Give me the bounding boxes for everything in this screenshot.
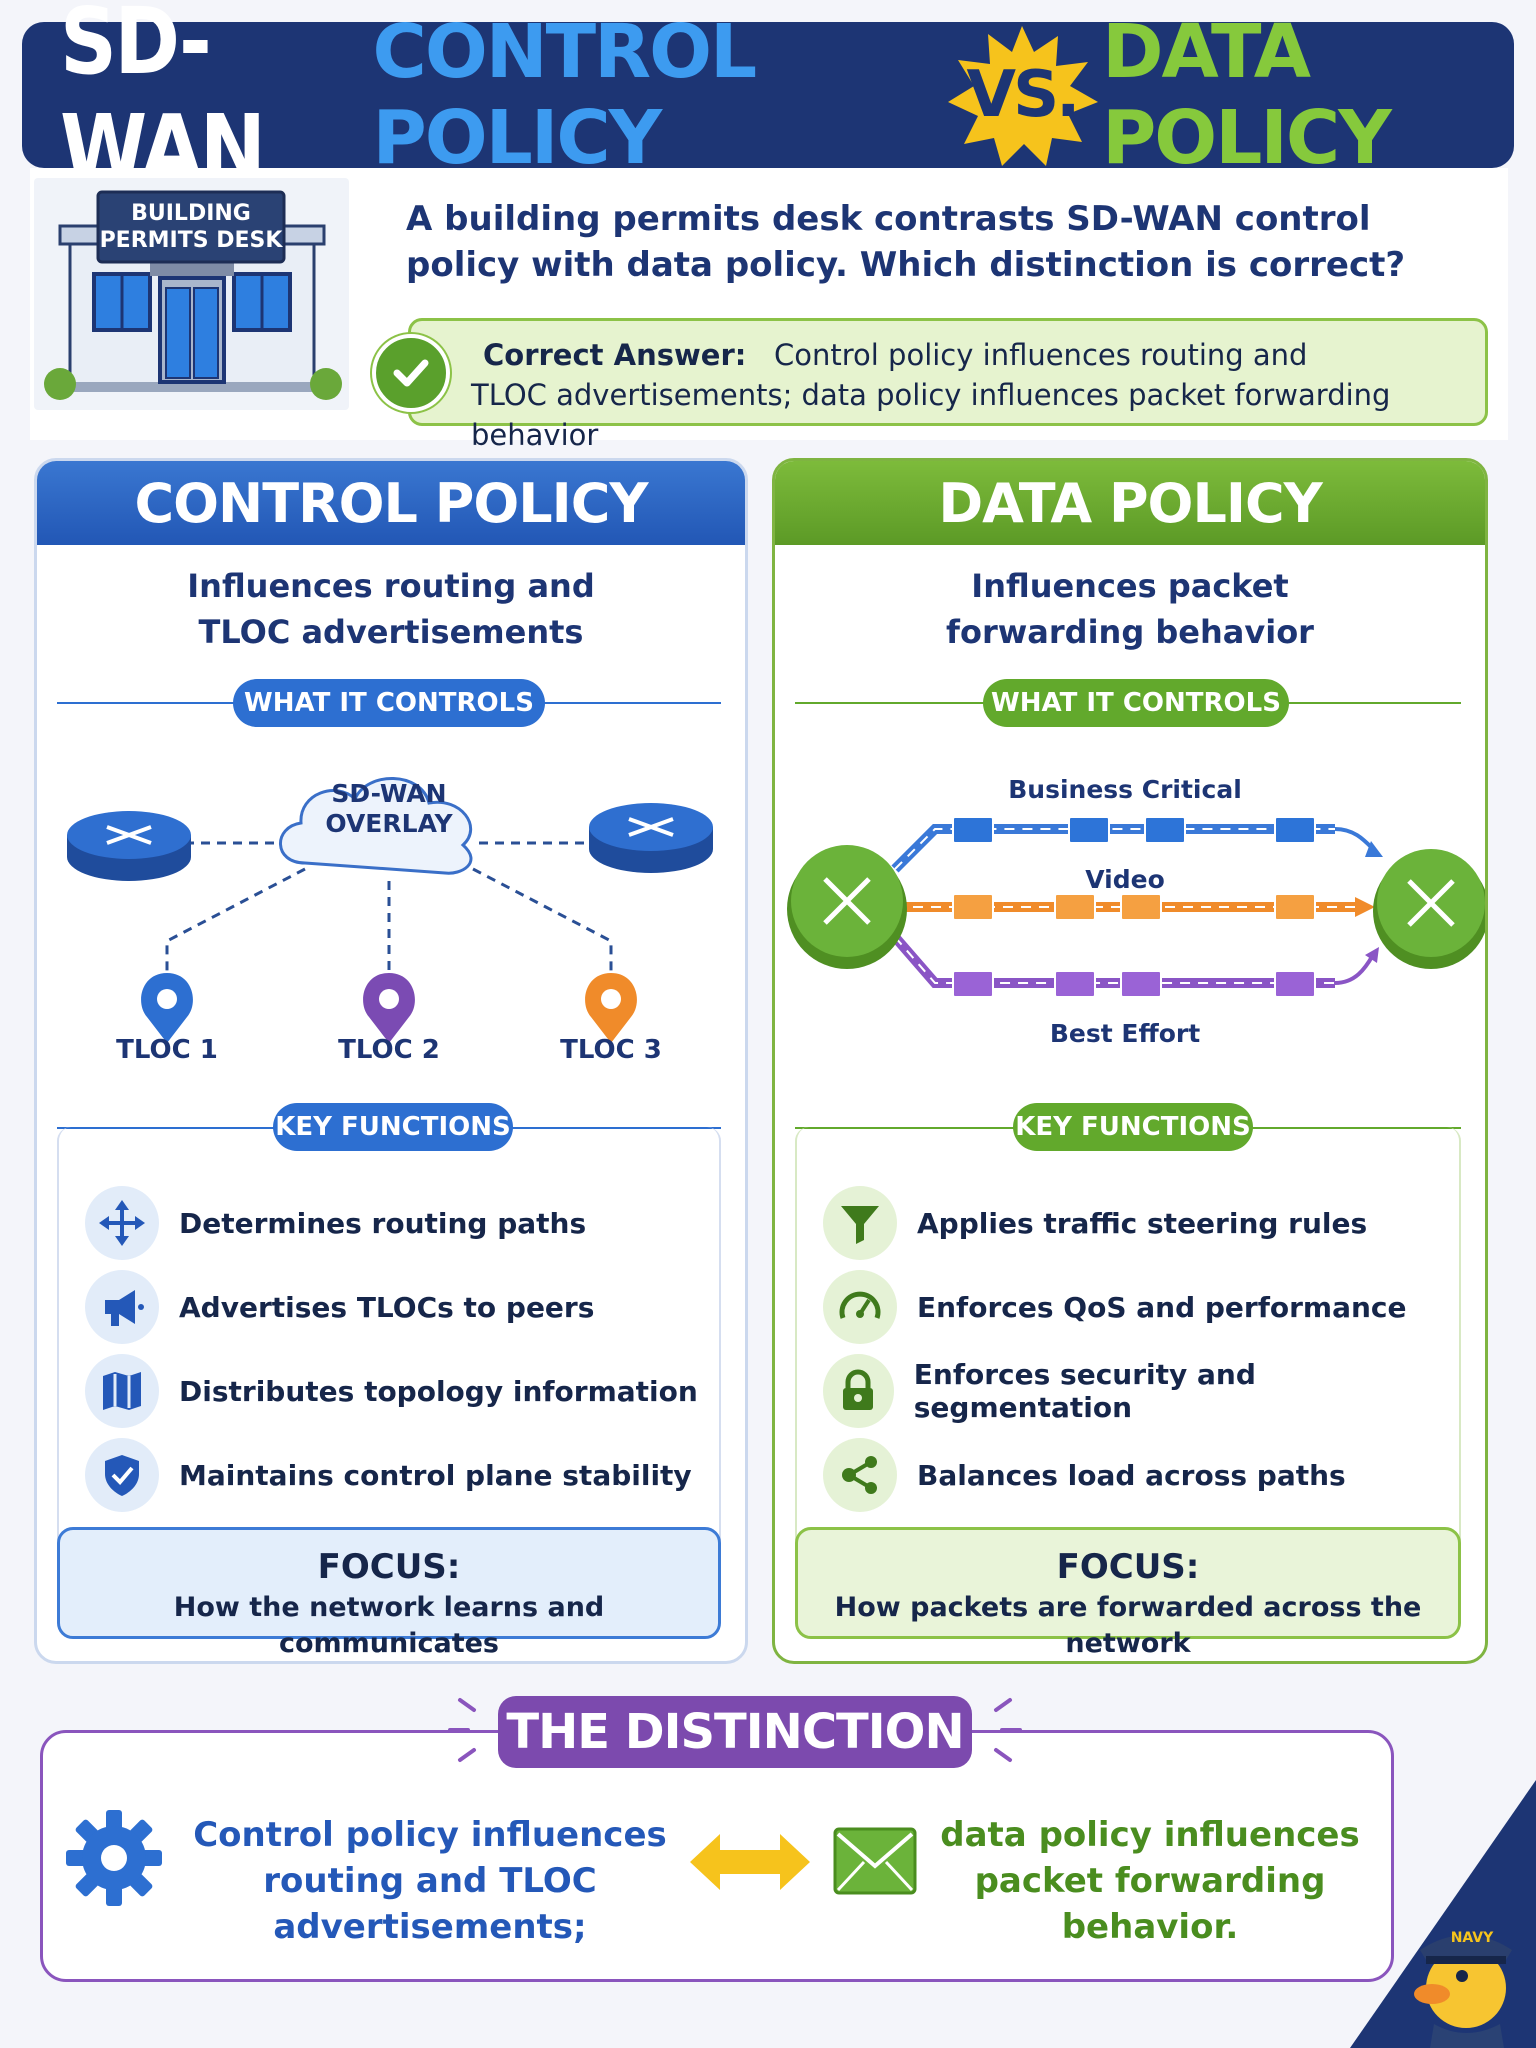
funnel-icon bbox=[823, 1186, 897, 1260]
function-text: Balances load across paths bbox=[917, 1458, 1346, 1492]
data-subtitle: Influences packet forwarding behavior bbox=[775, 563, 1485, 655]
router-left-icon bbox=[67, 811, 191, 881]
distinction-control-text: Control policy influences routing and TL… bbox=[160, 1812, 700, 1950]
function-text: Determines routing paths bbox=[179, 1206, 587, 1240]
correct-answer-box: Correct Answer: Control policy influence… bbox=[408, 318, 1488, 452]
data-subtitle-line2: forwarding behavior bbox=[946, 613, 1314, 651]
data-focus-box: FOCUS: How packets are forwarded across … bbox=[795, 1527, 1461, 1659]
gauge-icon bbox=[823, 1270, 897, 1344]
data-functions-list: Applies traffic steering rules Enforces … bbox=[795, 1127, 1461, 1567]
tloc-pin-3-icon bbox=[585, 973, 637, 1043]
list-item: Distributes topology information bbox=[59, 1351, 719, 1431]
tloc-1-label: TLOC 1 bbox=[116, 1035, 218, 1065]
list-item: Enforces security and segmentation bbox=[797, 1351, 1459, 1431]
title-control-policy: CONTROL POLICY bbox=[372, 9, 758, 181]
traffic-lanes-diagram bbox=[787, 816, 1485, 998]
tloc-3-label: TLOC 3 bbox=[560, 1035, 662, 1065]
building-icon bbox=[44, 190, 342, 400]
router-destination-icon bbox=[1373, 849, 1485, 969]
shield-check-icon bbox=[85, 1438, 159, 1512]
packet-envelopes bbox=[952, 816, 1316, 998]
gear-icon bbox=[64, 1808, 164, 1912]
padlock-icon bbox=[823, 1354, 894, 1428]
building-sign-line2: PERMITS DESK bbox=[99, 228, 283, 253]
move-arrows-icon bbox=[85, 1186, 159, 1260]
question-text: A building permits desk contrasts SD-WAN… bbox=[406, 199, 1406, 285]
overlay-diagram bbox=[67, 777, 713, 1043]
what-it-controls-pill: WHAT IT CONTROLS bbox=[983, 679, 1289, 727]
list-item: Maintains control plane stability bbox=[59, 1435, 719, 1515]
list-item: Enforces QoS and performance bbox=[797, 1267, 1459, 1347]
share-nodes-icon bbox=[823, 1438, 897, 1512]
list-item: Applies traffic steering rules bbox=[797, 1183, 1459, 1263]
overlay-label-line2: OVERLAY bbox=[325, 809, 453, 838]
answer-label: Correct Answer: bbox=[483, 338, 747, 372]
building-sign-line1: BUILDING bbox=[131, 201, 251, 226]
function-text: Maintains control plane stability bbox=[179, 1458, 692, 1492]
mascot-badge: NAVY bbox=[1450, 1930, 1494, 1946]
data-policy-panel: DATA POLICY Influences packet forwarding… bbox=[772, 458, 1488, 1664]
function-text: Advertises TLOCs to peers bbox=[179, 1290, 595, 1324]
tloc-pin-2-icon bbox=[363, 973, 415, 1043]
control-policy-panel: CONTROL POLICY Influences routing and TL… bbox=[34, 458, 748, 1664]
duck-mascot-icon bbox=[1350, 1780, 1536, 2048]
distinction-left-line1: Control policy influences bbox=[193, 1815, 667, 1855]
list-item: Determines routing paths bbox=[59, 1183, 719, 1263]
overlay-label: SD-WAN OVERLAY bbox=[289, 779, 489, 839]
router-source-icon bbox=[787, 845, 907, 969]
control-policy-heading: CONTROL POLICY bbox=[37, 461, 745, 545]
building-sign: BUILDING PERMITS DESK bbox=[98, 200, 284, 254]
distinction-data-text: data policy influences packet forwarding… bbox=[900, 1812, 1400, 1950]
tloc-2-label: TLOC 2 bbox=[338, 1035, 440, 1065]
mascot-corner: NAVY bbox=[1350, 1780, 1536, 2048]
envelope-icon bbox=[832, 1826, 918, 1900]
control-focus-box: FOCUS: How the network learns and commun… bbox=[57, 1527, 721, 1659]
lane-business-critical-label: Business Critical bbox=[1008, 775, 1242, 804]
building-illustration: BUILDING PERMITS DESK bbox=[34, 178, 349, 410]
megaphone-icon bbox=[85, 1270, 159, 1344]
function-text: Applies traffic steering rules bbox=[917, 1206, 1368, 1240]
function-text: Enforces security and segmentation bbox=[913, 1358, 1256, 1424]
starburst-icon bbox=[948, 26, 1098, 166]
vs-label: VS. bbox=[966, 58, 1081, 132]
function-text: Distributes topology information bbox=[179, 1374, 698, 1408]
distinction-right-line2: packet forwarding behavior. bbox=[974, 1861, 1326, 1947]
function-text: Enforces QoS and performance bbox=[917, 1290, 1407, 1324]
focus-title: FOCUS: bbox=[317, 1547, 461, 1587]
double-arrow-icon bbox=[690, 1830, 810, 1898]
control-subtitle-line2: TLOC advertisements bbox=[198, 613, 584, 651]
control-subtitle: Influences routing and TLOC advertisemen… bbox=[37, 563, 745, 655]
distinction-left-line2: routing and TLOC advertisements; bbox=[263, 1861, 597, 1947]
answer-line-2: TLOC advertisements; data policy influen… bbox=[471, 378, 1391, 452]
lane-best-effort-label: Best Effort bbox=[1049, 1019, 1201, 1048]
overlay-label-line1: SD-WAN bbox=[331, 779, 447, 808]
cloud-icon bbox=[279, 777, 473, 875]
spark-lines-icon bbox=[448, 1698, 1022, 1762]
tloc-pin-1-icon bbox=[141, 973, 193, 1043]
router-right-icon bbox=[589, 803, 713, 873]
list-item: Advertises TLOCs to peers bbox=[59, 1267, 719, 1347]
data-policy-heading: DATA POLICY bbox=[775, 461, 1485, 545]
vs-starburst: VS. bbox=[942, 22, 1102, 168]
key-functions-pill: KEY FUNCTIONS bbox=[273, 1103, 513, 1151]
answer-line-1: Control policy influences routing and bbox=[774, 338, 1308, 372]
lane-video-label: Video bbox=[1085, 865, 1165, 894]
focus-description: How packets are forwarded across the net… bbox=[834, 1592, 1422, 1659]
checkmark-icon bbox=[372, 334, 450, 412]
distinction-title: THE DISTINCTION bbox=[498, 1696, 972, 1768]
list-item: Balances load across paths bbox=[797, 1435, 1459, 1515]
focus-description: How the network learns and communicates bbox=[173, 1592, 605, 1659]
title-banner: SD-WAN CONTROL POLICY DATA POLICY VS. bbox=[22, 0, 1514, 202]
control-subtitle-line1: Influences routing and bbox=[187, 567, 595, 605]
what-it-controls-pill: WHAT IT CONTROLS bbox=[233, 679, 545, 727]
control-functions-list: Determines routing paths Advertises TLOC… bbox=[57, 1127, 721, 1567]
distinction-right-line1: data policy influences bbox=[940, 1815, 1360, 1855]
data-subtitle-line1: Influences packet bbox=[971, 567, 1289, 605]
key-functions-pill: KEY FUNCTIONS bbox=[1013, 1103, 1253, 1151]
focus-title: FOCUS: bbox=[1056, 1547, 1200, 1587]
map-icon bbox=[85, 1354, 159, 1428]
title-data-policy: DATA POLICY bbox=[1102, 9, 1392, 181]
